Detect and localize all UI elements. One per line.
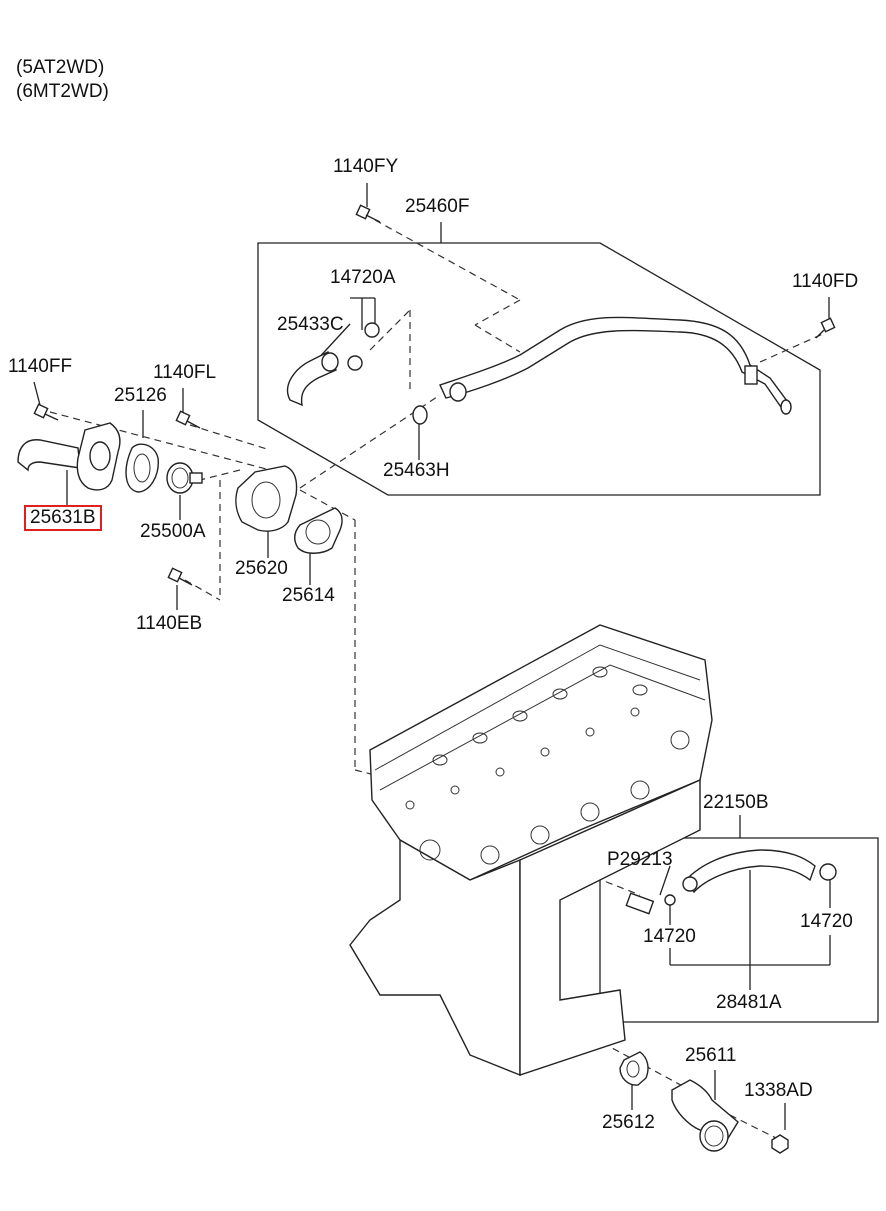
part-label-28481a[interactable]: 28481A [716,992,782,1013]
part-label-1140eb[interactable]: 1140EB [136,613,203,634]
nut-1338ad-icon [771,1134,789,1154]
part-label-1140ff[interactable]: 1140FF [8,356,73,377]
bolt-1140ff-icon [33,403,59,421]
variant-label: (5AT2WD) [16,57,105,78]
lower-group-outline [599,837,879,1023]
leader-lines [33,183,831,1130]
upper-group-outline [257,242,821,496]
oring-25463h-icon [412,405,428,425]
part-label-22150b[interactable]: 22150B [703,792,769,813]
part-label-25460f[interactable]: 25460F [405,196,470,217]
part-label-25614[interactable]: 25614 [282,585,335,606]
assembly-lines [49,219,826,1141]
gasket-25126-icon [125,443,159,493]
bolt-1140fy-icon [355,204,381,223]
part-label-25620[interactable]: 25620 [235,558,288,579]
bolt-1140fd-icon [815,317,836,339]
part-label-1338ad[interactable]: 1338AD [744,1080,813,1101]
gasket-25612-icon [619,1051,649,1086]
part-label-p29213[interactable]: P29213 [607,849,673,870]
part-label-25631b-highlighted[interactable]: 25631B [24,505,102,531]
thermostat-housing-25620-icon [235,465,298,532]
thermostat-25500a-icon [166,462,203,494]
part-label-1140fl[interactable]: 1140FL [153,362,217,383]
bolt-1140eb-icon [167,567,193,586]
part-label-25612[interactable]: 25612 [602,1112,655,1133]
part-label-25433c[interactable]: 25433C [277,314,344,335]
water-pipe-25460f-icon [439,316,792,415]
bolt-1140fl-icon [175,410,201,429]
part-label-25611[interactable]: 25611 [685,1045,737,1066]
part-label-14720-right[interactable]: 14720 [800,911,853,932]
part-label-1140fy[interactable]: 1140FY [333,156,399,177]
hose-22150b-icon [682,849,837,894]
part-label-14720a[interactable]: 14720A [330,267,396,288]
engine-block-icon [349,624,713,1077]
inlet-fitting-25611-icon [671,1079,739,1152]
variant-label: (6MT2WD) [16,81,109,102]
clamp-14720a-icon [347,322,380,371]
part-label-25126[interactable]: 25126 [114,385,167,406]
part-label-25500a[interactable]: 25500A [140,521,206,542]
gasket-25614-icon [294,507,343,554]
part-label-14720-left[interactable]: 14720 [643,926,696,947]
part-label-25463h[interactable]: 25463H [383,460,450,481]
outlet-fitting-25631b-icon [17,422,121,491]
fitting-p29213-icon [625,892,676,915]
part-label-1140fd[interactable]: 1140FD [792,271,859,292]
hose-25433c-icon [286,351,339,407]
